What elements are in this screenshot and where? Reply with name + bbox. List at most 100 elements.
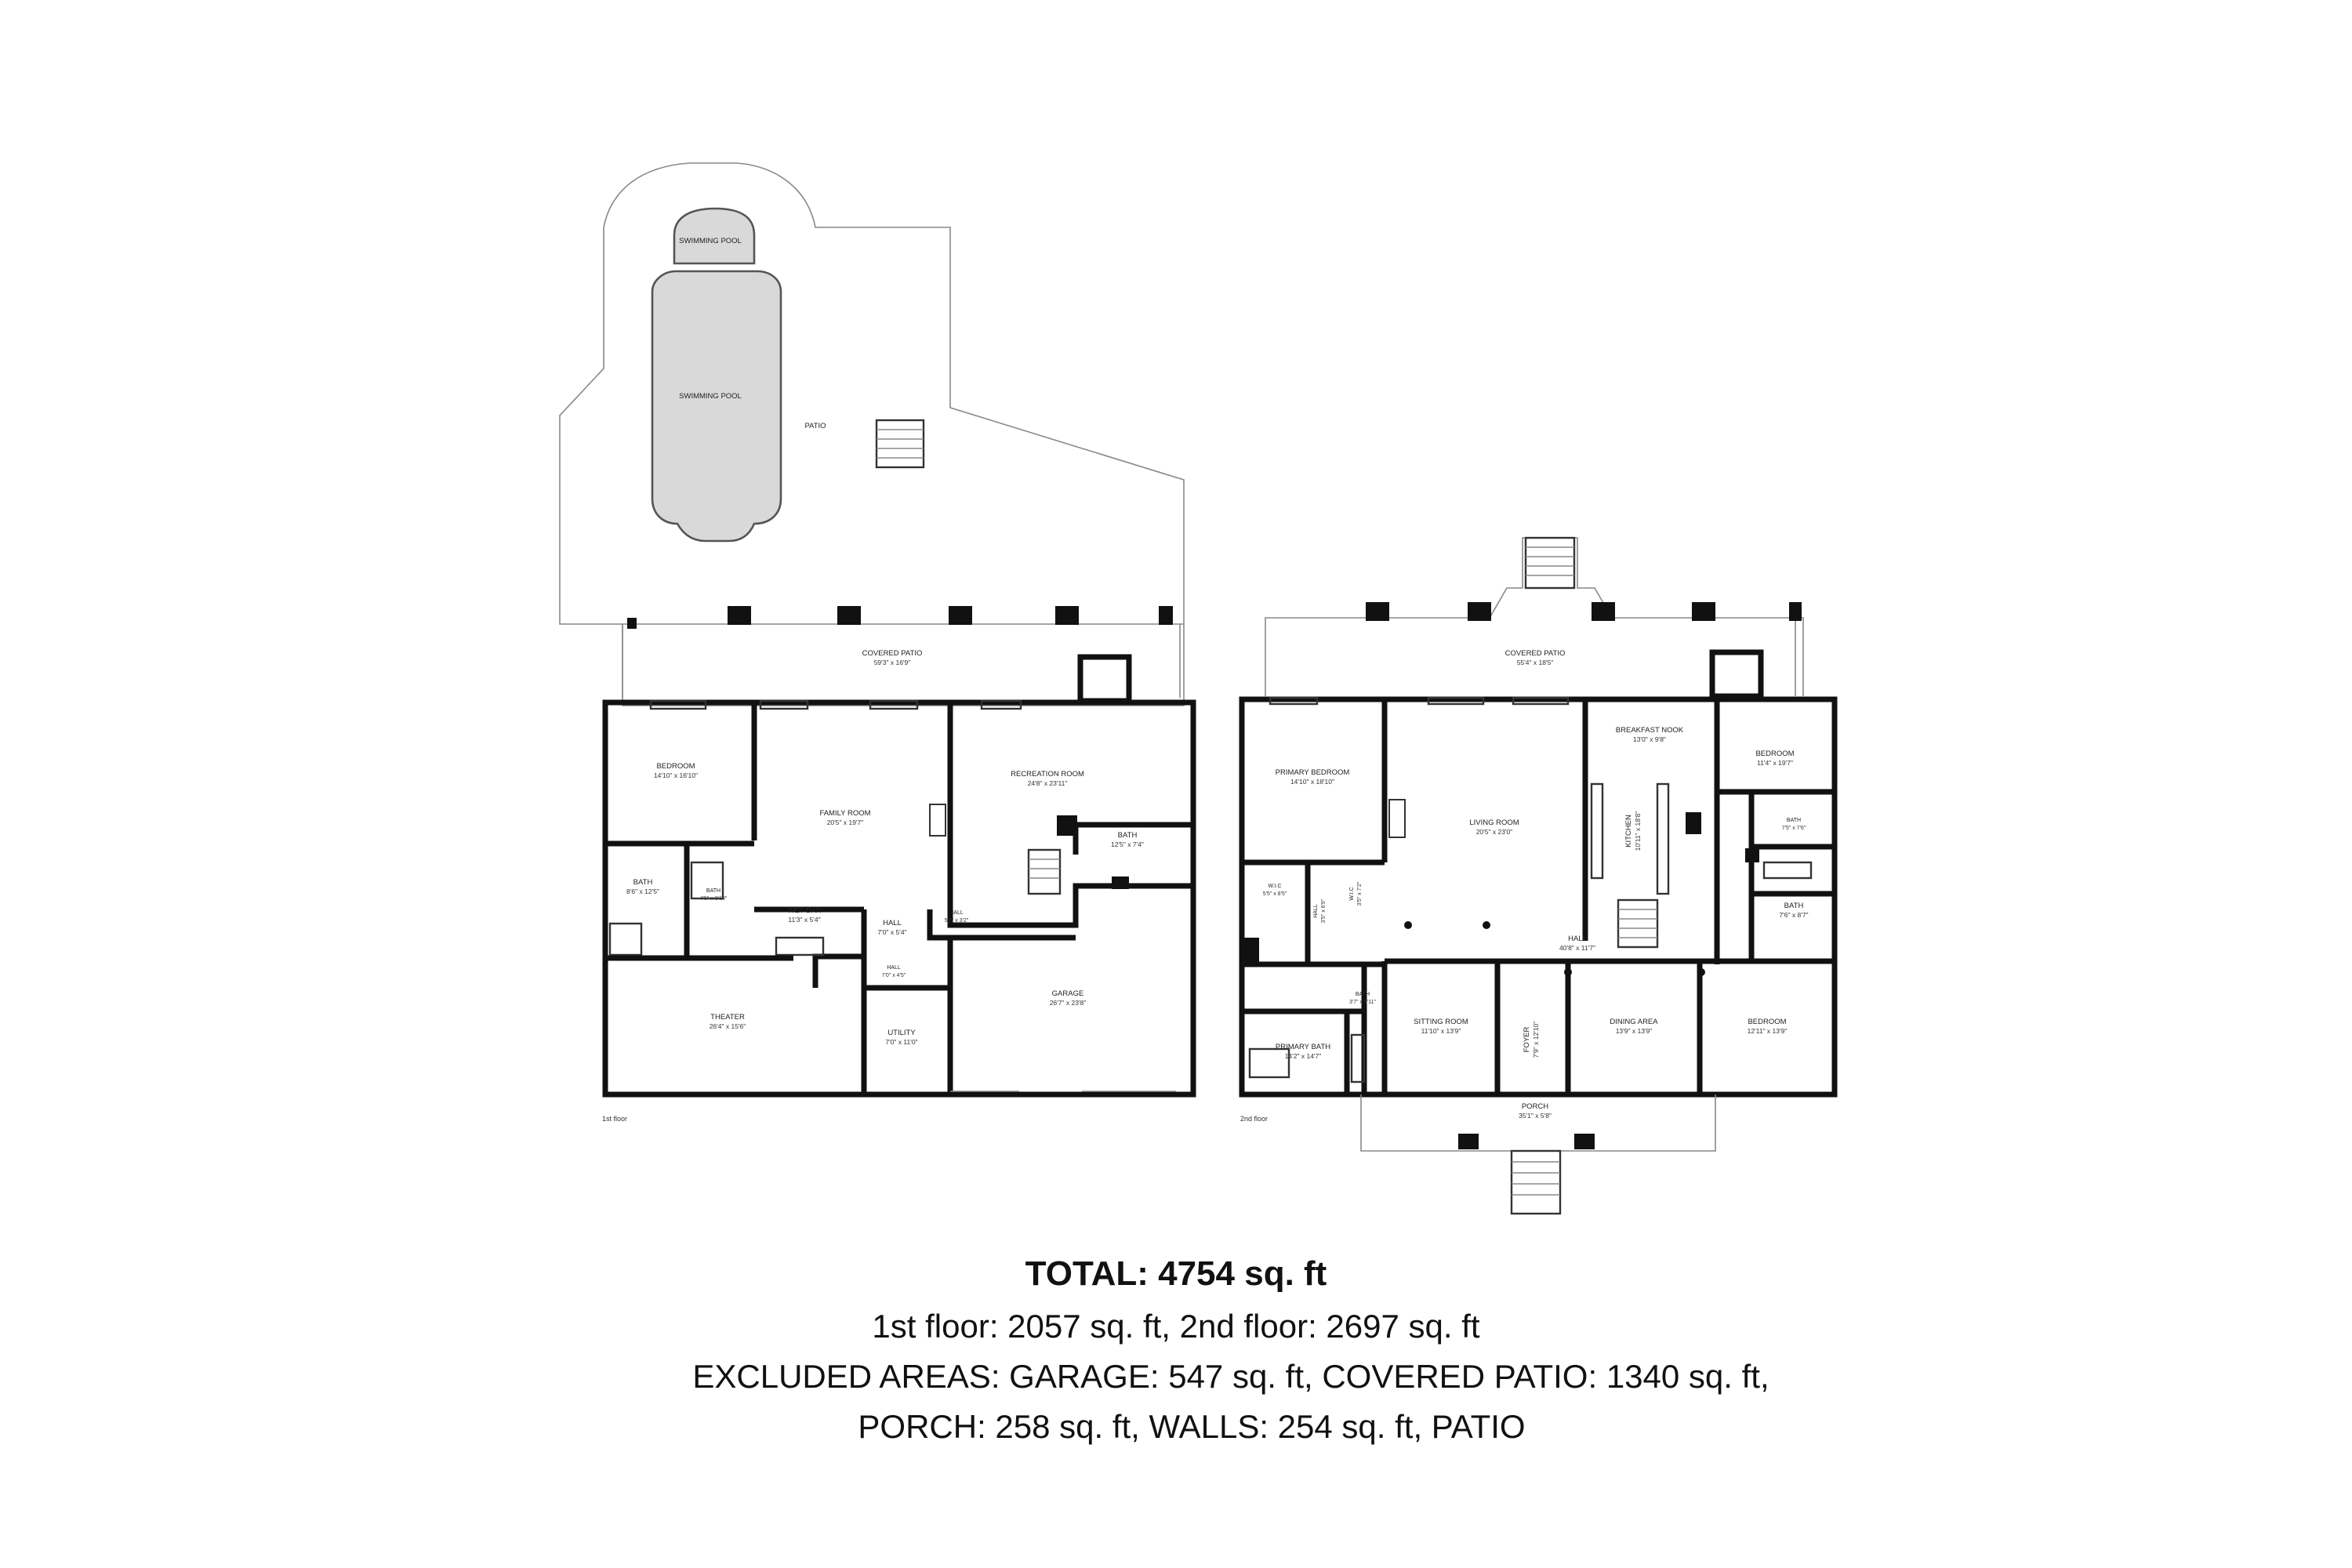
room-dims: 7'6" x 8'7" — [1779, 911, 1808, 919]
patio-outline — [559, 162, 1185, 706]
floor-label-first: 1st floor — [602, 1115, 627, 1123]
first-floor-exterior-walls — [602, 699, 1196, 1098]
room-dims: 11'3" x 5'4" — [788, 916, 820, 924]
second-floor-patio-doors — [1269, 696, 1570, 706]
room-dims: 55'4" x 18'5" — [1517, 659, 1554, 666]
patio-steps — [875, 419, 925, 469]
room-name: HALL — [1313, 904, 1319, 918]
bathtub-icon — [1762, 861, 1813, 880]
rec-room-pillar — [1057, 815, 1077, 836]
room-dims: 12'11" x 13'9" — [1748, 1027, 1788, 1035]
room-name: HALL — [887, 965, 901, 971]
room-name: BATH — [1118, 831, 1138, 840]
bathtub-icon — [1248, 1047, 1290, 1079]
room-dims: 4'5" x 8'10" — [700, 896, 728, 902]
wall-block — [1242, 938, 1259, 964]
covered-patio-outline — [1265, 537, 1804, 696]
rec-room-stairs — [1027, 848, 1062, 895]
room-dims: 14'10" x 16'10" — [654, 771, 698, 779]
spa-label: SWIMMING POOL — [679, 237, 742, 245]
room-name: BATH — [633, 878, 653, 887]
fireplace-icon — [929, 804, 946, 837]
first-floor-patio-doors — [649, 699, 1022, 710]
room-name: PRIMARY BATH — [1276, 1043, 1330, 1051]
room-name: BATH — [1784, 902, 1804, 910]
room-dims: 13'0" x 9'8" — [1633, 735, 1666, 743]
room-dims: 3'5" x 6'9" — [1321, 898, 1327, 923]
room-name: HALL — [883, 919, 902, 927]
floor-areas: 1st floor: 2057 sq. ft, 2nd floor: 2697 … — [872, 1308, 1480, 1345]
wall-block — [1745, 848, 1759, 862]
room-name: FAMILY ROOM — [819, 809, 870, 818]
room-dims: 7'9" x 12'10" — [1532, 1022, 1540, 1058]
room-name: RECREATION ROOM — [1011, 770, 1084, 779]
fireplace-icon — [1388, 799, 1406, 838]
patio-chimney — [1077, 654, 1132, 704]
room-dims: 24'8" x 23'11" — [1028, 779, 1068, 787]
room-dims: 7'0" x 11'0" — [885, 1038, 917, 1046]
room-dims: 40'8" x 11'7" — [1559, 944, 1595, 952]
room-name: BEDROOM — [656, 762, 695, 771]
room-name: SITTING ROOM — [1414, 1018, 1468, 1026]
excluded-areas-line2: PORCH: 258 sq. ft, WALLS: 254 sq. ft, PA… — [858, 1408, 1526, 1445]
room-dims: 14'10" x 18'10" — [1290, 778, 1334, 786]
shower-icon — [1350, 1033, 1366, 1083]
room-dims: 12'5" x 7'4" — [1111, 840, 1144, 848]
room-dims: 26'4" x 15'6" — [710, 1022, 746, 1030]
room-dims: 59'3" x 16'9" — [874, 659, 911, 666]
second-floor-plan: COVERED PATIO 55'4" x 18'5" PRIMARY BEDR… — [1239, 536, 1838, 1215]
second-floor-interior-walls — [1242, 699, 1835, 1094]
room-dims: 13'9" x 13'9" — [1616, 1027, 1653, 1035]
room-name: BATH — [1356, 992, 1370, 997]
shower-icon — [690, 861, 724, 900]
covered-patio-posts — [627, 606, 1173, 629]
wet-bar-counter — [775, 936, 825, 956]
swimming-pool — [651, 270, 782, 543]
patio-steps — [1524, 536, 1576, 590]
room-dims: 5'5" x 8'5" — [1263, 891, 1287, 897]
room-name: UTILITY — [887, 1029, 916, 1037]
room-name: BEDROOM — [1748, 1018, 1786, 1026]
room-name: BATH — [706, 888, 720, 894]
room-name: PORCH — [1522, 1102, 1548, 1111]
room-dims: 3'5" x 7'2" — [1357, 881, 1363, 906]
bath-fixture — [1112, 877, 1129, 889]
porch-steps — [1510, 1149, 1562, 1215]
excluded-areas-line1: EXCLUDED AREAS: GARAGE: 547 sq. ft, COVE… — [692, 1358, 1769, 1395]
room-name: FOYER — [1523, 1027, 1531, 1053]
room-dims: 7'0" x 5'4" — [877, 928, 906, 936]
room-dims: 14'2" x 14'7" — [1285, 1052, 1322, 1060]
room-dims: 11'10" x 13'9" — [1421, 1027, 1461, 1035]
room-dims: 26'7" x 23'8" — [1050, 999, 1087, 1007]
bathtub-icon — [608, 922, 643, 956]
room-name: BATH — [1787, 818, 1801, 823]
hall-columns — [1404, 921, 1705, 976]
room-dims: 5'7" x 3'2" — [945, 918, 969, 924]
room-dims: 8'6" x 12'5" — [626, 887, 659, 895]
pool-label: SWIMMING POOL — [679, 392, 742, 401]
room-name: W.I.C — [1349, 887, 1355, 900]
room-name: COVERED PATIO — [1505, 649, 1566, 658]
room-name: WET BAR — [787, 906, 821, 915]
room-dims: 7'5" x 7'6" — [1782, 826, 1806, 831]
room-name: PRIMARY BEDROOM — [1276, 768, 1350, 777]
kitchen-counter — [1656, 782, 1670, 895]
patio-label: PATIO — [804, 422, 826, 430]
kitchen-island — [1590, 782, 1604, 880]
room-name: KITCHEN — [1624, 815, 1633, 848]
room-name: GARAGE — [1052, 989, 1084, 998]
room-name: THEATER — [710, 1013, 745, 1022]
interior-stairs — [1617, 898, 1659, 949]
room-dims: 11'4" x 19'7" — [1757, 759, 1793, 767]
room-dims: 3'7" x 6'11" — [1349, 1000, 1376, 1005]
porch-posts — [1458, 1134, 1595, 1149]
room-name: BEDROOM — [1755, 750, 1794, 758]
first-floor-plan: SWIMMING POOL SWIMMING POOL PATIO COVERE… — [559, 162, 1196, 1123]
covered-patio-posts — [1366, 602, 1802, 621]
room-dims: 20'5" x 23'0" — [1476, 828, 1513, 836]
room-name: HALL — [949, 910, 964, 916]
patio-chimney — [1709, 649, 1764, 699]
total-area: TOTAL: 4754 sq. ft — [1025, 1254, 1327, 1293]
room-name: BREAKFAST NOOK — [1616, 726, 1684, 735]
